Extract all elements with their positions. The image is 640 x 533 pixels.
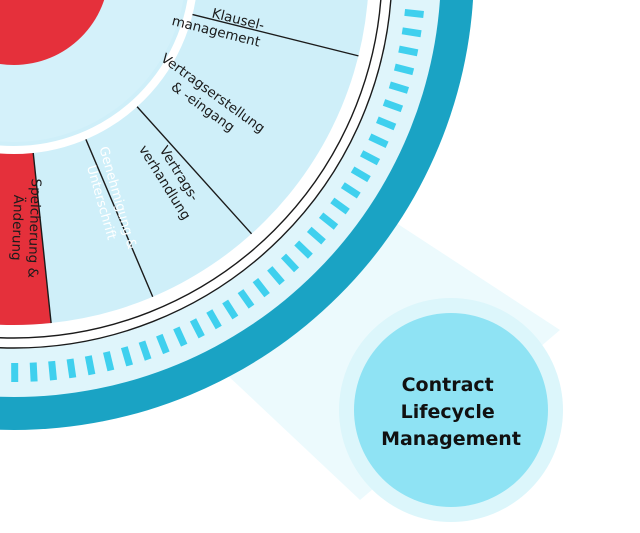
tick-mark	[382, 99, 404, 113]
tick-mark	[66, 358, 77, 379]
segment-label-line: Änderung	[8, 194, 28, 260]
callout-title-line-2: Lifecycle	[401, 401, 495, 423]
tick-mark	[173, 326, 188, 347]
tick-mark	[401, 27, 422, 38]
tick-mark	[330, 197, 350, 215]
tick-mark	[48, 360, 57, 381]
callout-title-line-1: Contract	[402, 374, 494, 396]
tick-mark	[294, 240, 313, 259]
segment-divider	[133, 103, 253, 235]
tick-mark	[156, 333, 170, 355]
tick-mark	[368, 133, 389, 148]
tick-mark	[103, 351, 115, 372]
segment-divider	[32, 148, 52, 324]
tick-mark	[138, 340, 152, 361]
tick-mark	[206, 309, 222, 330]
tick-mark	[306, 226, 326, 245]
callout-title-line-3: Management	[381, 428, 521, 450]
tick-mark	[189, 318, 205, 339]
segment-label-line: Speicherung &	[24, 178, 43, 278]
tick-mark	[280, 253, 300, 273]
inner-ring-line	[0, 0, 196, 154]
tick-mark	[267, 266, 285, 286]
tick-mark	[252, 277, 270, 298]
tick-mark	[222, 299, 239, 320]
segment-divider	[83, 135, 154, 298]
tick-mark	[404, 8, 424, 18]
tick-mark	[376, 116, 397, 131]
tick-mark	[388, 81, 410, 94]
tick-mark	[237, 289, 255, 309]
tick-mark	[350, 166, 371, 183]
callout-disc	[354, 313, 548, 507]
segment-dividers	[32, 12, 359, 324]
callout-title: Contract Lifecycle Management	[381, 374, 521, 450]
tick-mark	[84, 355, 96, 376]
tick-mark	[398, 45, 419, 57]
segment-genehmigung-highlight	[0, 149, 52, 325]
tick-marks	[11, 8, 424, 383]
tick-mark	[360, 150, 381, 166]
hub-red-center	[0, 0, 105, 65]
tick-mark	[318, 212, 339, 230]
tick-mark	[29, 362, 38, 382]
segment-label-speicherung: Speicherung &Änderung	[7, 178, 43, 279]
segment-divider	[188, 12, 359, 57]
tick-mark	[340, 182, 361, 199]
tick-mark	[120, 346, 133, 367]
tick-mark	[393, 63, 415, 76]
